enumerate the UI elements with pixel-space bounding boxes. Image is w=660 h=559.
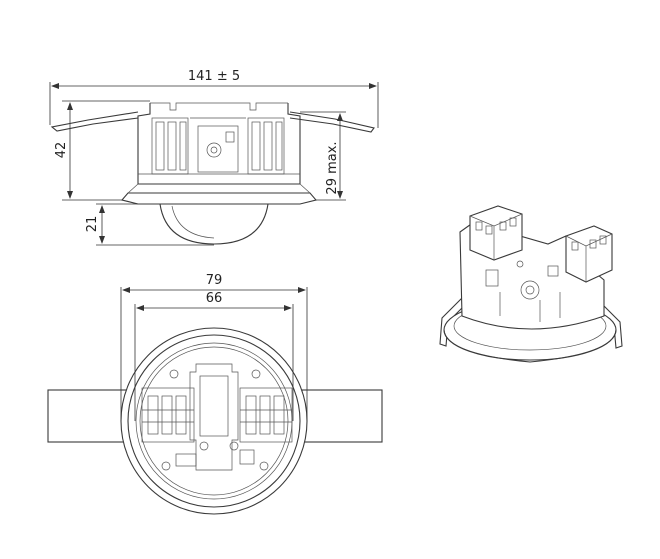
dim-dome-height: 21 <box>85 216 100 233</box>
isometric-view <box>439 205 623 363</box>
dim-height-max: 29 max. <box>325 141 340 194</box>
top-view: 79 66 <box>47 273 383 515</box>
dim-outer-diameter: 79 <box>206 273 223 288</box>
dim-inner-diameter: 66 <box>206 291 223 306</box>
side-view: 141 ± 5 42 29 max. 21 <box>49 69 379 246</box>
dim-overall-width: 141 ± 5 <box>188 69 240 84</box>
dim-height-total: 42 <box>54 142 69 159</box>
